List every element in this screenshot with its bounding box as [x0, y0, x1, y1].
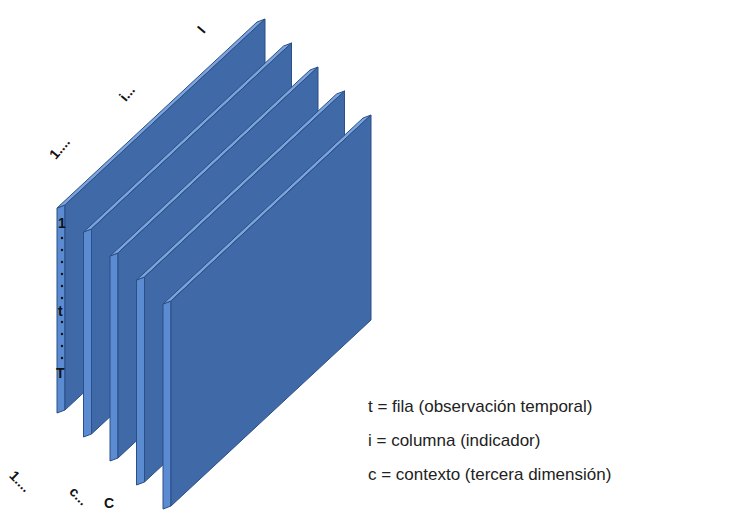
legend-note: t = fila (observación temporal)	[368, 398, 592, 415]
axis-index: 1....	[7, 468, 33, 494]
axis-index: i...	[117, 83, 138, 104]
slab-side	[137, 277, 145, 485]
axis-dot	[61, 285, 63, 287]
legend-note: c = contexto (tercera dimensión)	[368, 466, 611, 483]
axis-dot	[61, 273, 63, 275]
axis-dot	[61, 333, 63, 335]
axis-index: 1	[58, 216, 66, 230]
axis-dot	[61, 321, 63, 323]
axis-dot	[61, 357, 63, 359]
axis-index: I	[195, 24, 208, 36]
axis-dot	[61, 261, 63, 263]
axis-index: c...	[67, 484, 91, 508]
legend-note: i = columna (indicador)	[368, 432, 540, 449]
slab-front	[171, 115, 371, 506]
axis-dot	[61, 249, 63, 251]
slab-side	[110, 253, 118, 461]
axis-dot	[61, 237, 63, 239]
axis-index: t	[58, 304, 63, 318]
axis-dot	[61, 345, 63, 347]
slab-side	[57, 205, 65, 413]
slab-side	[84, 229, 92, 437]
axis-dot	[61, 297, 63, 299]
axis-index: T	[56, 366, 65, 380]
slab-side	[163, 301, 171, 509]
axis-index: 1....	[47, 135, 73, 162]
axis-index: C	[104, 496, 114, 510]
